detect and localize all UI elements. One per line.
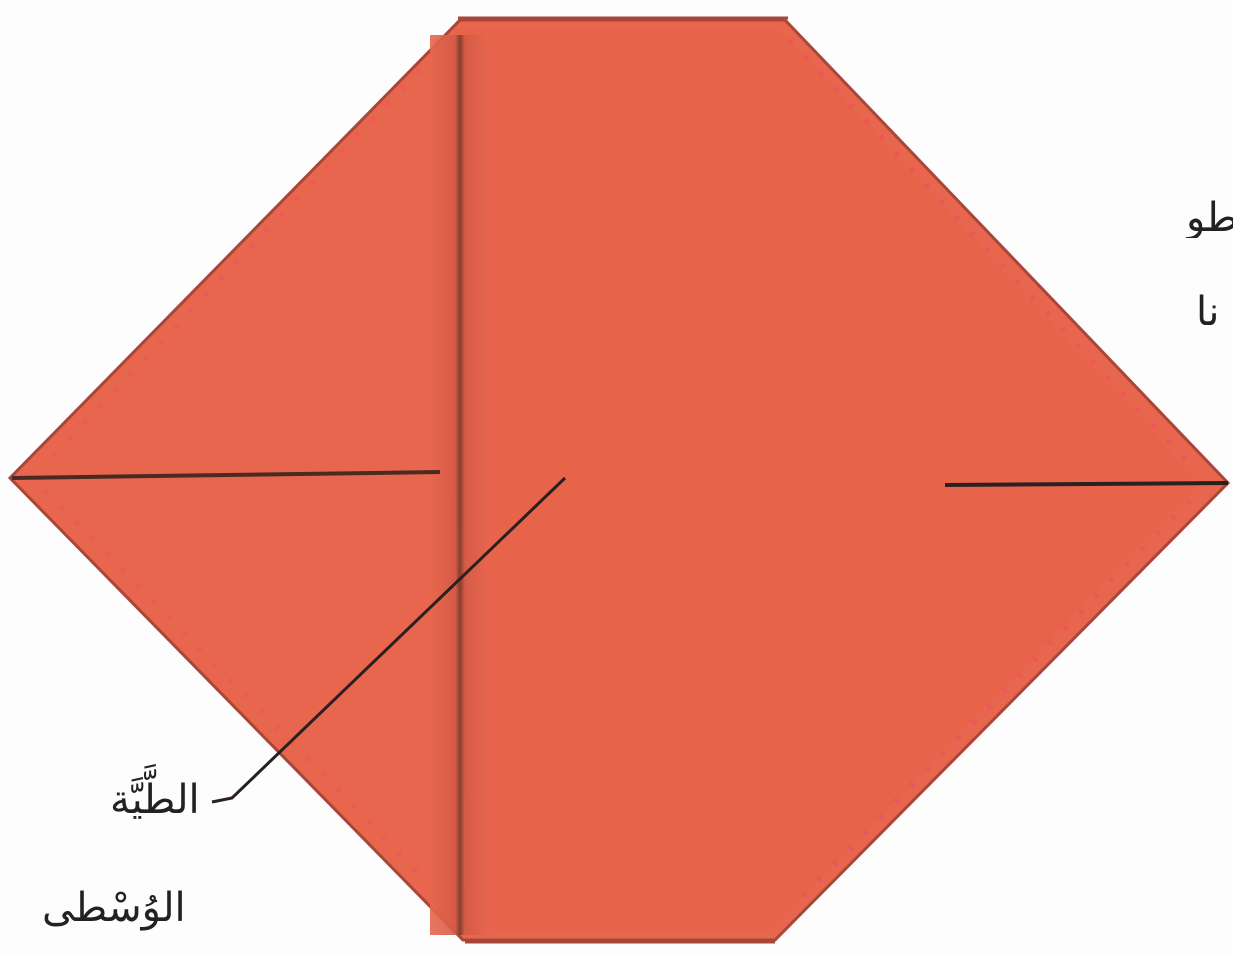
right-label-line1: طوِ — [1186, 198, 1233, 238]
vertical-fold-crease — [430, 35, 490, 935]
right-horizontal-crease — [945, 483, 1228, 485]
center-panel — [455, 30, 1200, 930]
right-label-line2: نا — [1196, 292, 1233, 332]
middle-fold-label-line2: الوُسْطى — [42, 888, 186, 928]
middle-fold-label-line1: الطَّيَّة — [110, 780, 200, 820]
